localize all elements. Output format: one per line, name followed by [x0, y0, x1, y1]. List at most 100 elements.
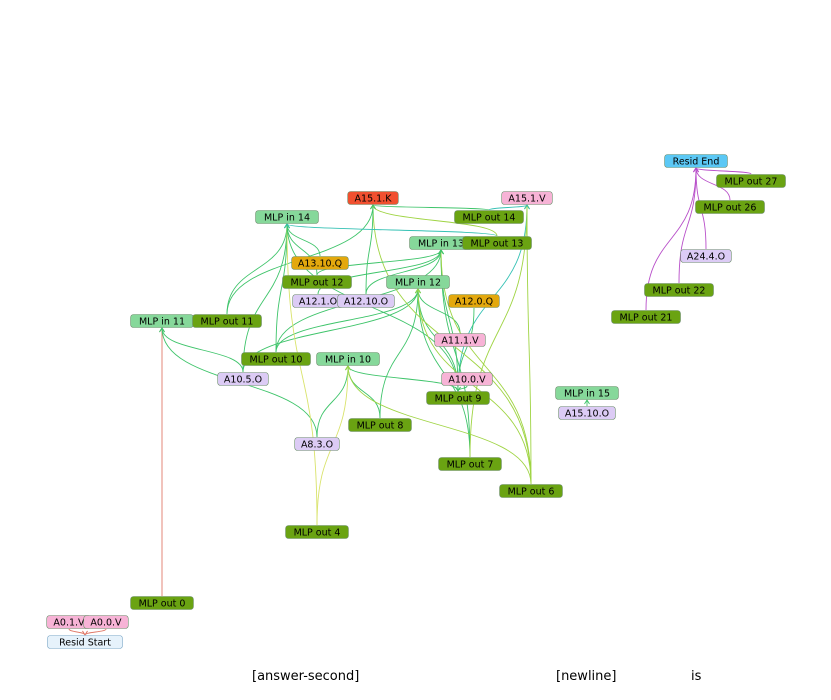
node-label: A24.4.O	[687, 252, 725, 263]
node-box	[499, 484, 563, 498]
node-box	[294, 437, 340, 451]
token-label-newline: [newline]	[556, 669, 617, 684]
node-label: MLP out 8	[357, 421, 404, 432]
node-box	[282, 275, 352, 289]
node-label: MLP out 7	[447, 460, 494, 471]
token-label-answer-second: [answer-second]	[252, 669, 360, 684]
node-label: MLP out 14	[463, 213, 516, 224]
node-a10-0-v: A10.0.V	[441, 372, 493, 386]
arrowhead-a0_0_v-to-resid_start	[82, 630, 88, 636]
node-a12-1-o: A12.1.O	[292, 294, 344, 308]
node-box	[192, 314, 262, 328]
edge-a10_5_o-to-mlp_in_14	[242, 223, 288, 373]
node-mlp-out-6: MLP out 6	[499, 484, 563, 498]
node-box	[337, 294, 395, 308]
node-label: MLP out 11	[201, 317, 254, 328]
edge-mlp_out_12-to-mlp_in_13	[316, 249, 442, 276]
node-label: MLP out 27	[725, 177, 778, 188]
edge-mlp_out_14-to-a15_1_k	[372, 204, 490, 211]
edge-a8_3_o-to-mlp_in_10	[316, 365, 349, 438]
edge-a13_10_q-to-mlp_in_14	[286, 223, 321, 257]
edge-mlp_out_7-to-a15_1_v	[469, 204, 528, 458]
edge-a10_5_o-to-mlp_in_11	[161, 327, 244, 373]
node-mlp-in-10: MLP in 10	[316, 352, 380, 366]
node-mlp-in-15: MLP in 15	[555, 386, 619, 400]
node-a0-0-v: A0.0.V	[83, 615, 129, 629]
node-label: A8.3.O	[301, 440, 333, 451]
node-label: A15.10.O	[565, 409, 609, 420]
edge-mlp_out_26-to-resid_end	[695, 167, 731, 201]
edge-mlp_out_6-to-mlp_in_10	[347, 365, 532, 485]
node-box	[438, 457, 502, 471]
node-a15-1-v: A15.1.V	[501, 191, 553, 205]
edge-mlp_out_6-to-mlp_in_12	[417, 288, 532, 485]
node-mlp-out-7: MLP out 7	[438, 457, 502, 471]
arrowhead-a8_3_o-to-mlp_in_11	[159, 327, 165, 333]
node-mlp-out-12: MLP out 12	[282, 275, 352, 289]
node-resid-start: Resid Start	[47, 635, 123, 649]
node-box	[285, 525, 349, 539]
node-mlp-in-13: MLP in 13	[409, 236, 473, 250]
edge-a12_10_o-to-mlp_in_13	[365, 249, 442, 295]
node-label: A11.1.V	[441, 336, 479, 347]
node-box	[291, 256, 349, 270]
node-mlp-in-12: MLP in 12	[386, 275, 450, 289]
node-label: MLP out 4	[294, 528, 341, 539]
node-label: A0.1.V	[53, 618, 85, 629]
edge-mlp_out_10-to-mlp_in_12	[275, 288, 419, 353]
token-label-is: is	[691, 669, 702, 684]
node-resid-end: Resid End	[664, 154, 728, 168]
edge-mlp_out_10-to-mlp_in_14	[275, 223, 288, 353]
node-label: A12.0.Q	[455, 297, 493, 308]
node-label: A10.0.V	[448, 375, 486, 386]
node-a8-3-o: A8.3.O	[294, 437, 340, 451]
node-a15-10-o: A15.10.O	[558, 406, 616, 420]
node-label: MLP out 13	[471, 239, 524, 250]
node-mlp-in-14: MLP in 14	[255, 210, 319, 224]
node-mlp-out-13: MLP out 13	[462, 236, 532, 250]
node-a24-4-o: A24.4.O	[680, 249, 732, 263]
node-label: A15.1.K	[355, 194, 393, 205]
node-box	[501, 191, 553, 205]
node-box	[347, 191, 399, 205]
node-label: Resid Start	[59, 638, 111, 649]
edge-mlp_out_6-to-a15_1_v	[526, 204, 532, 485]
edge-mlp_out_8-to-mlp_in_12	[379, 288, 419, 419]
node-mlp-out-10: MLP out 10	[241, 352, 311, 366]
node-label: MLP out 22	[653, 286, 706, 297]
node-label: MLP in 13	[418, 239, 464, 250]
node-box	[664, 154, 728, 168]
node-label: MLP in 14	[264, 213, 310, 224]
edge-mlp_out_6-to-mlp_in_13	[440, 249, 532, 485]
node-label: MLP in 12	[395, 278, 441, 289]
node-box	[555, 386, 619, 400]
node-box	[386, 275, 450, 289]
node-box	[316, 352, 380, 366]
node-box	[130, 596, 194, 610]
arrowhead-mlp_out_14-to-a15_1_v	[524, 204, 530, 210]
edge-mlp_out_11-to-mlp_in_14	[226, 223, 288, 315]
node-a12-10-o: A12.10.O	[337, 294, 395, 308]
node-mlp-in-11: MLP in 11	[130, 314, 194, 328]
arrowhead-mlp_out_6-to-mlp_in_12	[415, 288, 421, 294]
node-a15-1-k: A15.1.K	[347, 191, 399, 205]
node-label: MLP out 21	[620, 313, 673, 324]
node-mlp-out-21: MLP out 21	[611, 310, 681, 324]
node-label: Resid End	[673, 157, 720, 168]
edge-mlp_out_14-to-a15_1_v	[488, 204, 528, 211]
node-label: MLP out 12	[291, 278, 344, 289]
node-mlp-out-22: MLP out 22	[644, 283, 714, 297]
arrowhead-mlp_out_21-to-resid_end	[693, 167, 699, 173]
node-label: MLP in 15	[564, 389, 610, 400]
node-a12-0-q: A12.0.Q	[448, 294, 500, 308]
node-box	[454, 210, 524, 224]
node-mlp-out-27: MLP out 27	[716, 174, 786, 188]
node-mlp-out-9: MLP out 9	[426, 391, 490, 405]
node-label: MLP out 26	[704, 203, 757, 214]
node-box	[644, 283, 714, 297]
node-mlp-out-11: MLP out 11	[192, 314, 262, 328]
node-label: A13.10.Q	[298, 259, 342, 270]
node-label: MLP out 0	[139, 599, 186, 610]
